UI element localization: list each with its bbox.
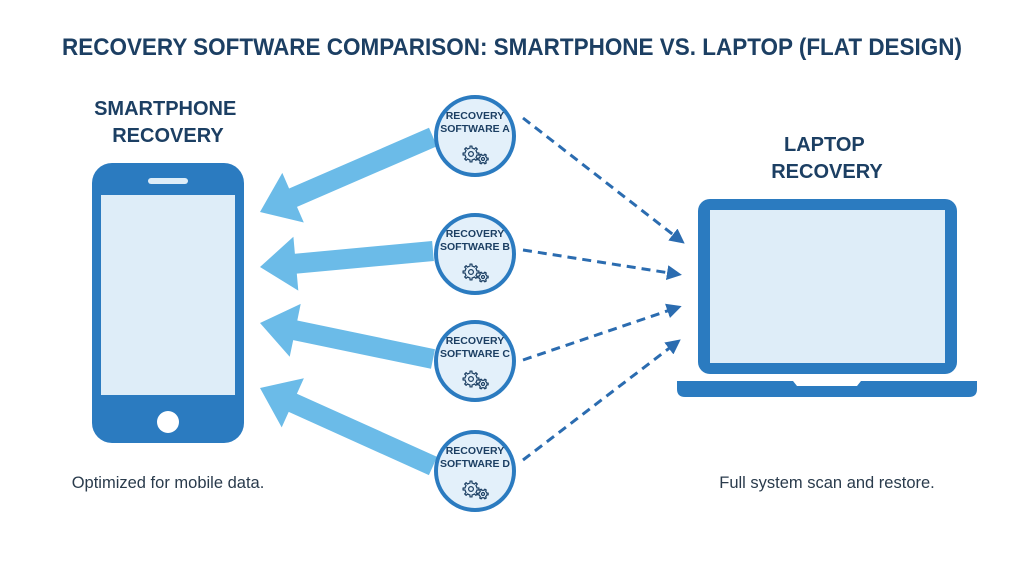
software-node-circle xyxy=(434,95,516,177)
laptop-trackpad-notch xyxy=(793,381,861,386)
smartphone-caption: Optimized for mobile data. xyxy=(72,474,265,492)
software-node-circle xyxy=(434,213,516,295)
software-node-label-line: SOFTWARE C xyxy=(440,348,510,360)
dashed-arrow xyxy=(522,248,682,281)
software-node-label-line: RECOVERY xyxy=(446,445,505,457)
smartphone-heading-line-1: SMARTPHONE xyxy=(94,98,236,120)
laptop-heading-line-2: RECOVERY xyxy=(771,161,883,183)
smartphone-icon xyxy=(92,163,244,443)
software-node-label-line: RECOVERY xyxy=(446,335,505,347)
smartphone-speaker xyxy=(148,178,188,184)
laptop-caption: Full system scan and restore. xyxy=(719,474,935,492)
software-node-label-line: RECOVERY xyxy=(446,110,505,122)
software-node-circle xyxy=(434,430,516,512)
laptop-heading-line-1: LAPTOP xyxy=(784,134,864,156)
smartphone-heading-line-2: RECOVERY xyxy=(112,125,224,147)
page-title: RECOVERY SOFTWARE COMPARISON: SMARTPHONE… xyxy=(62,34,962,61)
laptop-heading: LAPTOP RECOVERY xyxy=(771,134,883,183)
gears-icon xyxy=(462,263,489,283)
solid-arrow xyxy=(260,236,434,291)
software-node-label-line: SOFTWARE A xyxy=(440,123,510,135)
solid-arrow xyxy=(260,378,438,476)
solid-arrow xyxy=(260,303,435,369)
gears-icon xyxy=(462,370,489,390)
software-node-label-line: RECOVERY xyxy=(446,228,505,240)
laptop-icon xyxy=(677,199,977,397)
dashed-arrow xyxy=(522,303,682,362)
software-node-label-line: SOFTWARE D xyxy=(440,458,510,470)
laptop-arrows xyxy=(522,116,685,462)
dashed-arrow xyxy=(522,339,681,462)
software-node-circle xyxy=(434,320,516,402)
dashed-arrow xyxy=(522,116,685,244)
laptop-screen xyxy=(710,210,945,363)
smartphone-heading: SMARTPHONE RECOVERY xyxy=(94,98,242,147)
gears-icon xyxy=(462,480,489,500)
laptop-base xyxy=(677,381,977,397)
smartphone-home-button xyxy=(157,411,179,433)
smartphone-screen xyxy=(101,195,235,395)
solid-arrow xyxy=(260,127,437,223)
gears-icon xyxy=(462,145,489,165)
smartphone-arrows xyxy=(260,127,438,476)
software-node-label-line: SOFTWARE B xyxy=(440,241,510,253)
